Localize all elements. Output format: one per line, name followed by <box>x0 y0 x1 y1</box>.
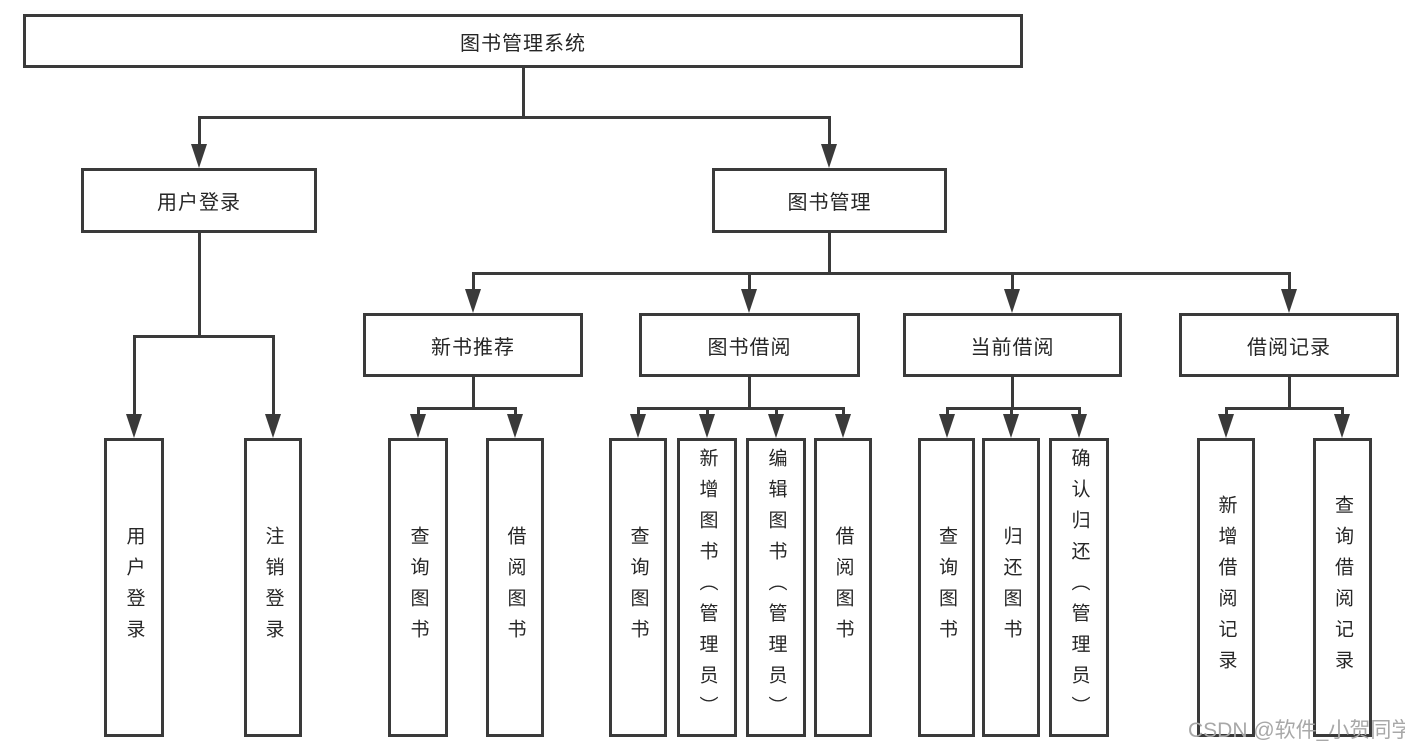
connector-records-stem <box>1288 377 1291 407</box>
connector-root-hline <box>198 116 831 119</box>
arrowhead-user-login <box>191 144 207 168</box>
leaf-borrow-query-books: 查询图书 <box>609 438 667 737</box>
arrowhead-book-borrow <box>741 289 757 313</box>
node-borrow-records-label: 借阅记录 <box>1247 336 1331 359</box>
connector-bookmgmt-stem <box>828 233 831 272</box>
leaf-records-query-record: 查询借阅记录 <box>1313 438 1372 737</box>
node-book-borrow: 图书借阅 <box>639 313 860 377</box>
node-user-login-label: 用户登录 <box>157 192 241 214</box>
leaf-newbook-query-books: 查询图书 <box>388 438 448 737</box>
connector-userlogin-hline <box>133 335 274 338</box>
node-borrow-records: 借阅记录 <box>1179 313 1399 377</box>
arrowhead-br-query <box>1334 414 1350 438</box>
arrowhead-cb-return <box>1003 414 1019 438</box>
node-root: 图书管理系统 <box>23 14 1023 68</box>
arrowhead-br-add <box>1218 414 1234 438</box>
leaf-current-query-books-label: 查询图书 <box>936 525 957 650</box>
leaf-user-login: 用户登录 <box>104 438 164 737</box>
leaf-current-return-books: 归还图书 <box>982 438 1040 737</box>
arrowhead-cb-confirm <box>1071 414 1087 438</box>
leaf-records-add-record: 新增借阅记录 <box>1197 438 1255 737</box>
connector-arrow-stem <box>417 407 420 416</box>
arrowhead-bb-borrow <box>835 414 851 438</box>
leaf-current-return-books-label: 归还图书 <box>1000 525 1022 650</box>
leaf-current-query-books: 查询图书 <box>918 438 975 737</box>
connector-userlogin-stem <box>198 233 201 335</box>
leaf-records-query-record-label: 查询借阅记录 <box>1332 494 1353 681</box>
leaf-logout-label: 注销登录 <box>262 525 284 650</box>
leaf-borrow-borrow-books: 借阅图书 <box>814 438 872 737</box>
connector-arrow-stem <box>706 407 709 416</box>
connector-arrow-stem <box>1341 407 1344 416</box>
arrowhead-nb-query <box>410 414 426 438</box>
connector-arrow-stem <box>1078 407 1081 416</box>
arrowhead-leaf-user-login <box>126 414 142 438</box>
connector-arrow-stem <box>133 335 136 415</box>
leaf-current-confirm-return: 确认归还（管理员） <box>1049 438 1109 737</box>
arrowhead-borrow-records <box>1281 289 1297 313</box>
leaf-logout: 注销登录 <box>244 438 302 737</box>
node-current-borrow: 当前借阅 <box>903 313 1122 377</box>
connector-arrow-stem <box>472 272 475 291</box>
connector-arrow-stem <box>198 116 201 145</box>
leaf-borrow-add-books-label: 新增图书（管理员） <box>696 448 718 727</box>
leaf-borrow-edit-books-label: 编辑图书（管理员） <box>765 448 787 727</box>
connector-newbook-hline <box>417 407 517 410</box>
csdn-watermark: CSDN @软件_小贺同学 <box>1188 719 1405 742</box>
connector-arrow-stem <box>514 407 517 416</box>
connector-root-stem <box>522 68 525 116</box>
connector-newbook-stem <box>472 377 475 407</box>
node-current-borrow-label: 当前借阅 <box>970 336 1055 359</box>
leaf-borrow-add-books: 新增图书（管理员） <box>677 438 737 737</box>
arrowhead-bb-query <box>630 414 646 438</box>
leaf-newbook-borrow-books: 借阅图书 <box>486 438 544 737</box>
connector-arrow-stem <box>637 407 640 416</box>
connector-arrow-stem <box>946 407 949 416</box>
arrowhead-cb-query <box>939 414 955 438</box>
arrowhead-new-book-recommend <box>465 289 481 313</box>
leaf-borrow-edit-books: 编辑图书（管理员） <box>746 438 806 737</box>
connector-arrow-stem <box>748 272 751 291</box>
node-book-management: 图书管理 <box>712 168 947 233</box>
node-book-borrow-label: 图书借阅 <box>707 336 792 359</box>
leaf-current-confirm-return-label: 确认归还（管理员） <box>1068 448 1090 727</box>
connector-arrow-stem <box>842 407 845 416</box>
node-new-book-recommend: 新书推荐 <box>363 313 583 377</box>
connector-arrow-stem <box>828 116 831 145</box>
node-user-login: 用户登录 <box>81 168 317 233</box>
connector-bookmgmt-hline <box>472 272 1291 275</box>
connector-arrow-stem <box>272 335 275 415</box>
connector-arrow-stem <box>1011 272 1014 291</box>
leaf-user-login-label: 用户登录 <box>123 525 145 650</box>
connector-currentborrow-stem <box>1011 377 1014 407</box>
arrowhead-nb-borrow <box>507 414 523 438</box>
node-book-management-label: 图书管理 <box>787 192 872 214</box>
leaf-newbook-query-books-label: 查询图书 <box>407 525 429 650</box>
connector-bookborrow-stem <box>748 377 751 407</box>
connector-arrow-stem <box>775 407 778 416</box>
connector-bookborrow-hline <box>637 407 845 410</box>
leaf-borrow-query-books-label: 查询图书 <box>627 525 649 650</box>
leaf-borrow-borrow-books-label: 借阅图书 <box>832 525 854 650</box>
node-new-book-recommend-label: 新书推荐 <box>431 336 515 359</box>
arrowhead-bb-add <box>699 414 715 438</box>
arrowhead-current-borrow <box>1004 289 1020 313</box>
connector-records-hline <box>1225 407 1343 410</box>
arrowhead-bb-edit <box>768 414 784 438</box>
connector-arrow-stem <box>1288 272 1291 291</box>
leaf-newbook-borrow-books-label: 借阅图书 <box>504 525 526 650</box>
node-root-label: 图书管理系统 <box>460 32 586 55</box>
arrowhead-book-management <box>821 144 837 168</box>
arrowhead-leaf-logout <box>265 414 281 438</box>
leaf-records-add-record-label: 新增借阅记录 <box>1215 494 1237 681</box>
connector-arrow-stem <box>1225 407 1228 416</box>
connector-currentborrow-hline <box>946 407 1080 410</box>
connector-arrow-stem <box>1010 407 1013 416</box>
